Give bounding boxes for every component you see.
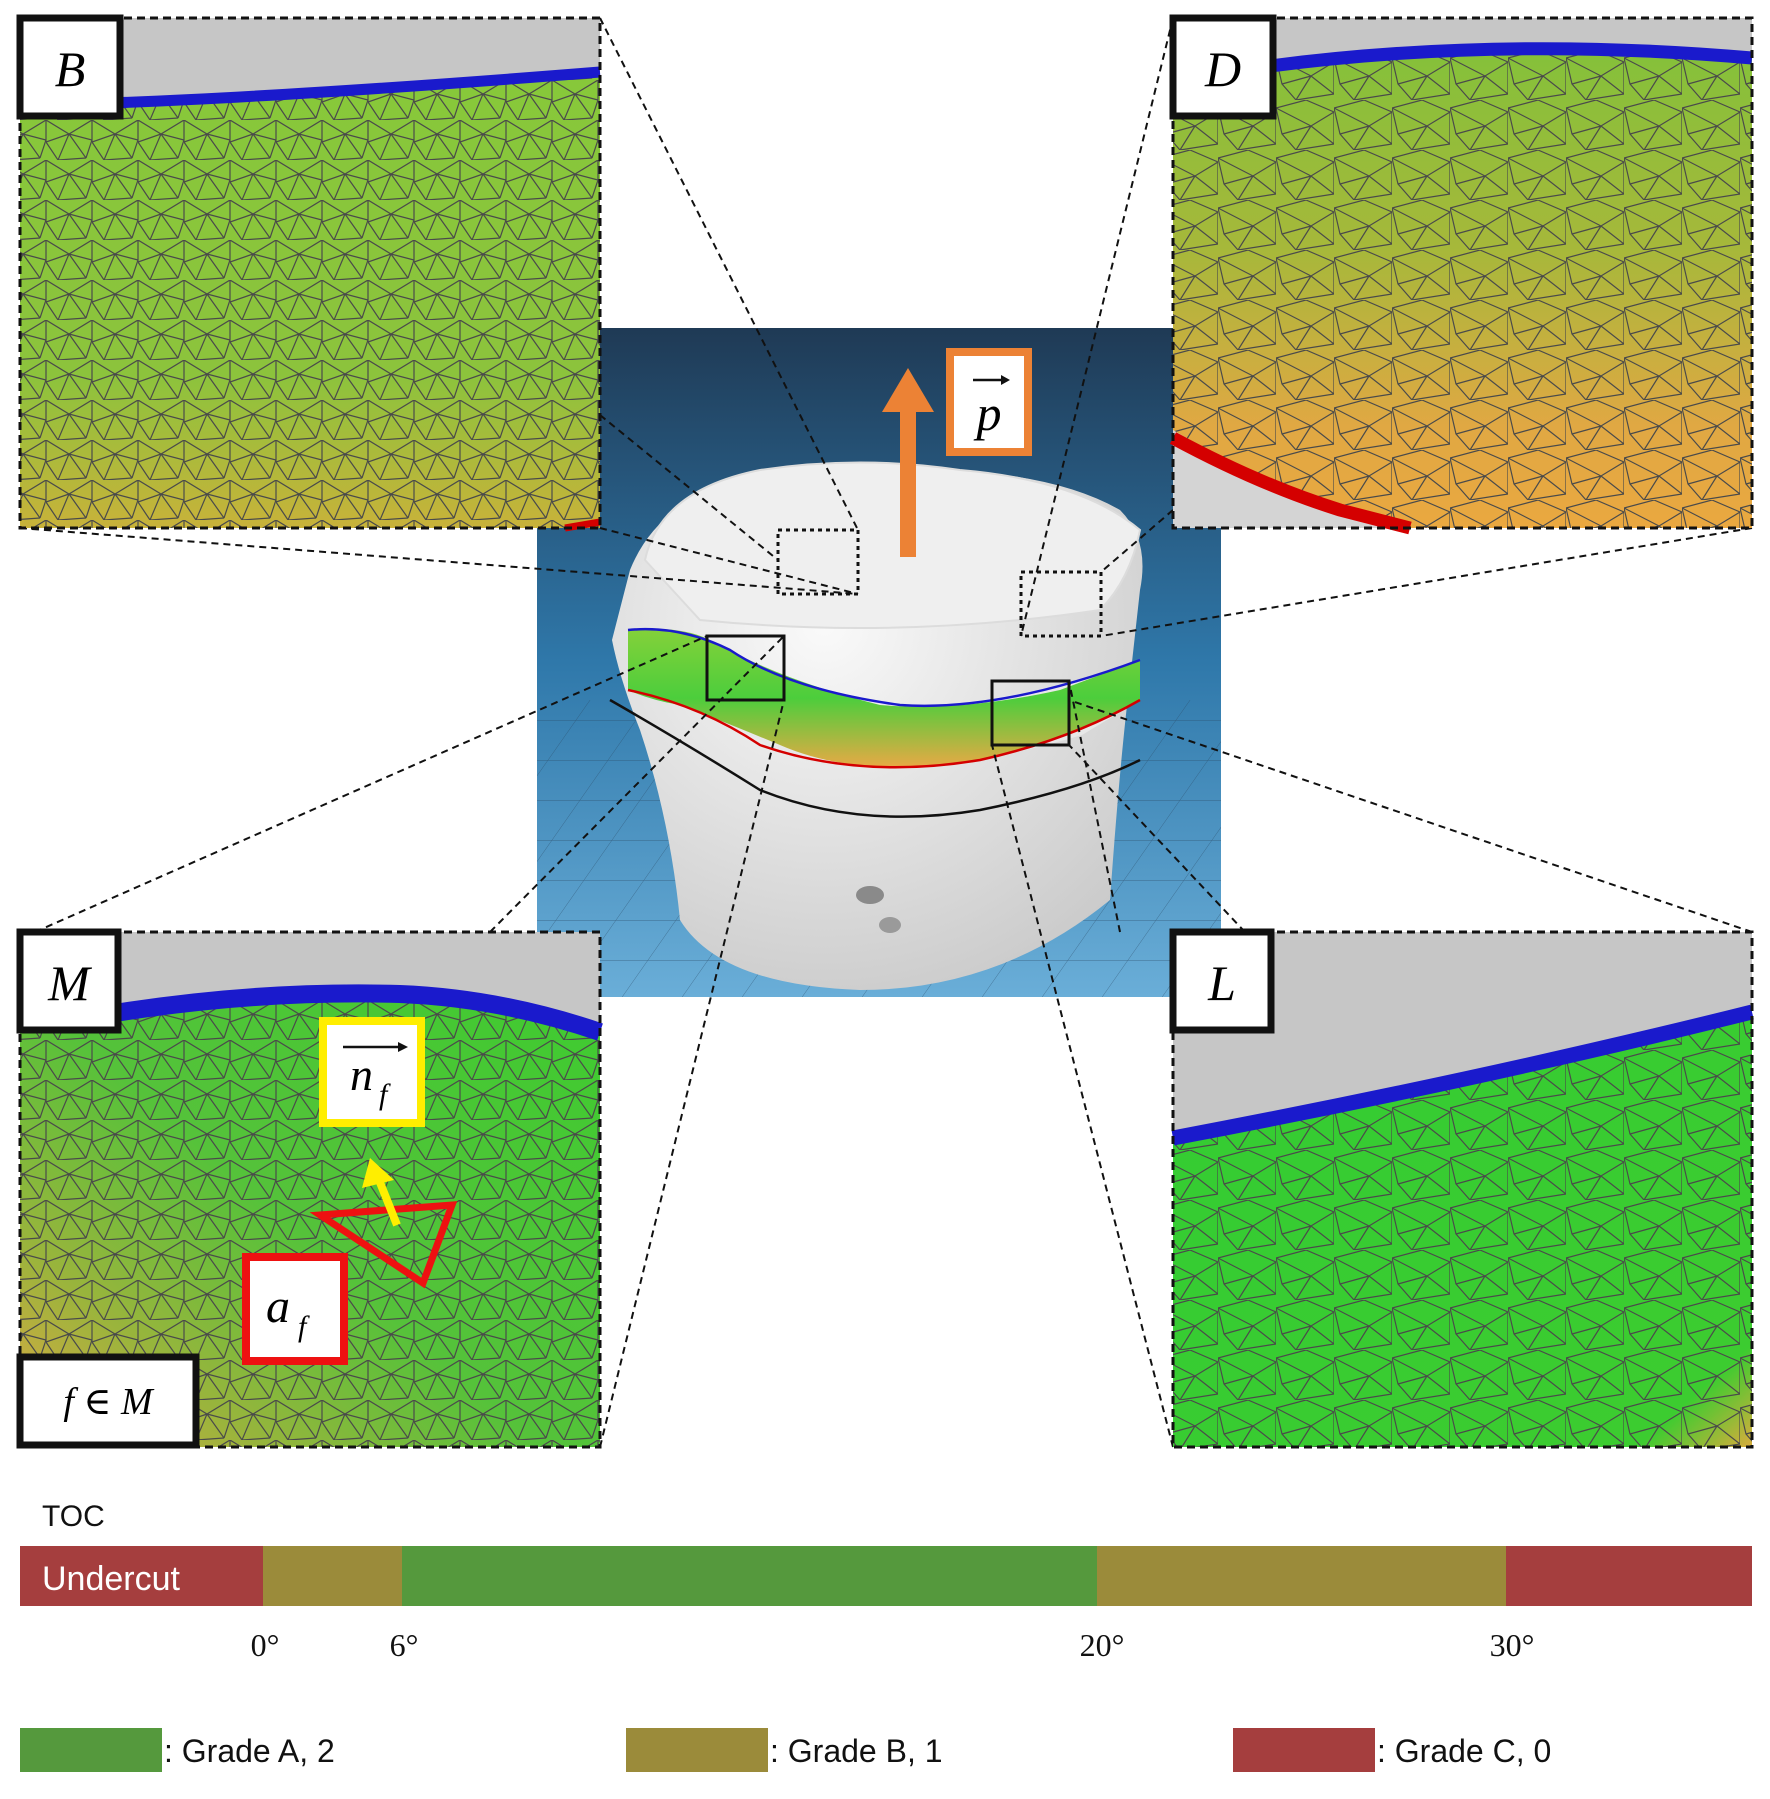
center-undercut-line [627,688,1141,769]
set-label: f ∈ M [63,1381,155,1423]
area-label: a [266,1280,290,1333]
undercut-label: Undercut [42,1560,181,1598]
vector-label-group: p [946,348,1032,456]
sample-box-d [1019,570,1103,638]
face-triangle [309,1201,458,1289]
legend-swatch [626,1728,768,1772]
normal-label-box [319,1017,425,1127]
panel-m: n f a f M f ∈ M [16,928,603,1449]
set-label-box [16,1353,200,1449]
toc-segment-3 [402,1546,1097,1606]
sample-box-m [705,634,786,702]
toc-segment-4 [1097,1546,1506,1606]
panel-d-margin-line [1269,42,1753,73]
panel-m-label: M [47,955,92,1011]
toc-tick-label: 0° [251,1627,280,1663]
legend-label: : Grade B, 1 [770,1733,943,1769]
panel-b: B [16,14,602,532]
vector-label-box [946,348,1032,456]
center-finish-line [609,698,1141,818]
vector-label: p [974,385,1002,441]
center-scene [537,328,1221,997]
area-label-box [242,1253,348,1365]
legend-label: : Grade C, 0 [1377,1733,1551,1769]
sample-box-b [776,528,860,596]
panel-l-label: L [1207,955,1236,1011]
legend-label: : Grade A, 2 [164,1733,335,1769]
sample-box-l [990,679,1071,747]
legend-swatch [20,1728,162,1772]
toc-tick-label: 30° [1490,1627,1535,1663]
panel-b-margin-line [109,66,601,109]
toc-ticks: 0° 6° 20° 30° [251,1627,1535,1663]
panel-l: L [1169,928,1754,1449]
panel-b-label: B [55,41,86,97]
panel-l-label-box [1169,928,1275,1034]
panel-d: D [1169,14,1754,535]
grade-legend: : Grade A, 2 : Grade B, 1 : Grade C, 0 [20,1728,1551,1772]
panel-d-undercut-line [1169,432,1412,535]
toc-tick-label: 6° [390,1627,419,1663]
panel-d-label: D [1204,41,1241,97]
legend-swatch [1233,1728,1375,1772]
toc-tick-label: 20° [1080,1627,1125,1663]
panel-b-label-box [16,14,124,120]
panel-d-label-box [1169,14,1277,120]
toc-segment-2 [263,1546,402,1606]
center-margin-line [627,627,1141,708]
toc-segment-1 [20,1546,263,1606]
toc-title: TOC [42,1500,105,1533]
toc-bar [20,1546,1752,1606]
panel-l-margin-line [1171,1004,1754,1146]
normal-arrow [375,1178,401,1227]
zoom-connectors [19,17,1753,1448]
toc-segment-5 [1506,1546,1752,1606]
normal-label: n [350,1049,373,1100]
panel-m-label-box [16,928,122,1034]
toc-scale: TOC Undercut 0° 6° 20° 30° [20,1500,1752,1663]
panel-m-margin-line [113,984,603,1041]
